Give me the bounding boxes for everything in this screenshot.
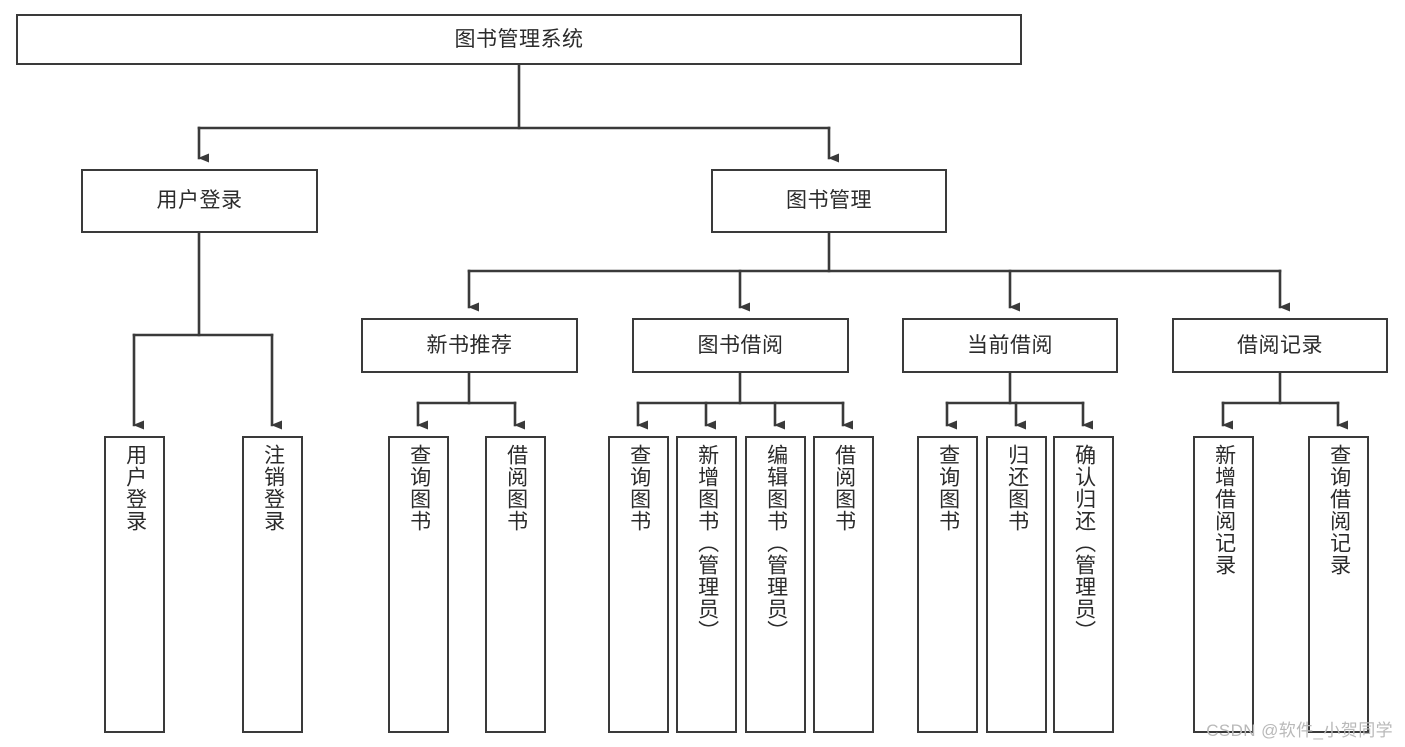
- node-leaf-query-borrow-record-label: 查询借阅记录: [1327, 444, 1351, 576]
- node-leaf-confirm-return-admin[interactable]: 确认归还（管理员）: [1053, 436, 1114, 733]
- node-leaf-query-book-1-label: 查询图书: [407, 444, 431, 532]
- node-leaf-borrow-book-1[interactable]: 借阅图书: [485, 436, 546, 733]
- node-root-label: 图书管理系统: [454, 27, 584, 51]
- node-new-book-recommend[interactable]: 新书推荐: [361, 318, 578, 373]
- node-book-borrow-label: 图书借阅: [697, 333, 784, 357]
- node-leaf-edit-book-admin-label: 编辑图书（管理员）: [764, 444, 788, 642]
- node-leaf-add-book-admin-label: 新增图书（管理员）: [695, 444, 719, 642]
- node-leaf-query-book-2-label: 查询图书: [627, 444, 651, 532]
- node-leaf-return-book[interactable]: 归还图书: [986, 436, 1047, 733]
- node-current-borrow-label: 当前借阅: [967, 333, 1053, 357]
- node-borrow-record-label: 借阅记录: [1237, 333, 1323, 357]
- node-user-login-label: 用户登录: [156, 189, 243, 213]
- node-new-book-recommend-label: 新书推荐: [426, 333, 513, 357]
- node-leaf-user-logout[interactable]: 注销登录: [242, 436, 303, 733]
- node-book-borrow[interactable]: 图书借阅: [632, 318, 849, 373]
- node-leaf-query-book-1[interactable]: 查询图书: [388, 436, 449, 733]
- node-user-login[interactable]: 用户登录: [81, 169, 318, 233]
- node-leaf-user-login[interactable]: 用户登录: [104, 436, 165, 733]
- node-leaf-add-borrow-record-label: 新增借阅记录: [1212, 444, 1236, 576]
- node-leaf-return-book-label: 归还图书: [1005, 444, 1029, 532]
- node-leaf-borrow-book-1-label: 借阅图书: [504, 444, 528, 532]
- node-book-management-label: 图书管理: [786, 189, 872, 213]
- node-root[interactable]: 图书管理系统: [16, 14, 1022, 65]
- node-leaf-confirm-return-admin-label: 确认归还（管理员）: [1072, 444, 1096, 642]
- node-leaf-add-book-admin[interactable]: 新增图书（管理员）: [676, 436, 737, 733]
- node-current-borrow[interactable]: 当前借阅: [902, 318, 1118, 373]
- node-leaf-add-borrow-record[interactable]: 新增借阅记录: [1193, 436, 1254, 733]
- watermark-text: CSDN @软件_小贺同学: [1206, 721, 1393, 740]
- node-leaf-query-book-3-label: 查询图书: [936, 444, 960, 532]
- node-leaf-borrow-book-2[interactable]: 借阅图书: [813, 436, 874, 733]
- node-book-management[interactable]: 图书管理: [711, 169, 947, 233]
- node-borrow-record[interactable]: 借阅记录: [1172, 318, 1388, 373]
- node-leaf-user-login-label: 用户登录: [123, 444, 147, 532]
- node-leaf-borrow-book-2-label: 借阅图书: [832, 444, 856, 532]
- node-leaf-edit-book-admin[interactable]: 编辑图书（管理员）: [745, 436, 806, 733]
- node-leaf-user-logout-label: 注销登录: [261, 444, 285, 532]
- node-leaf-query-book-3[interactable]: 查询图书: [917, 436, 978, 733]
- node-leaf-query-borrow-record[interactable]: 查询借阅记录: [1308, 436, 1369, 733]
- node-leaf-query-book-2[interactable]: 查询图书: [608, 436, 669, 733]
